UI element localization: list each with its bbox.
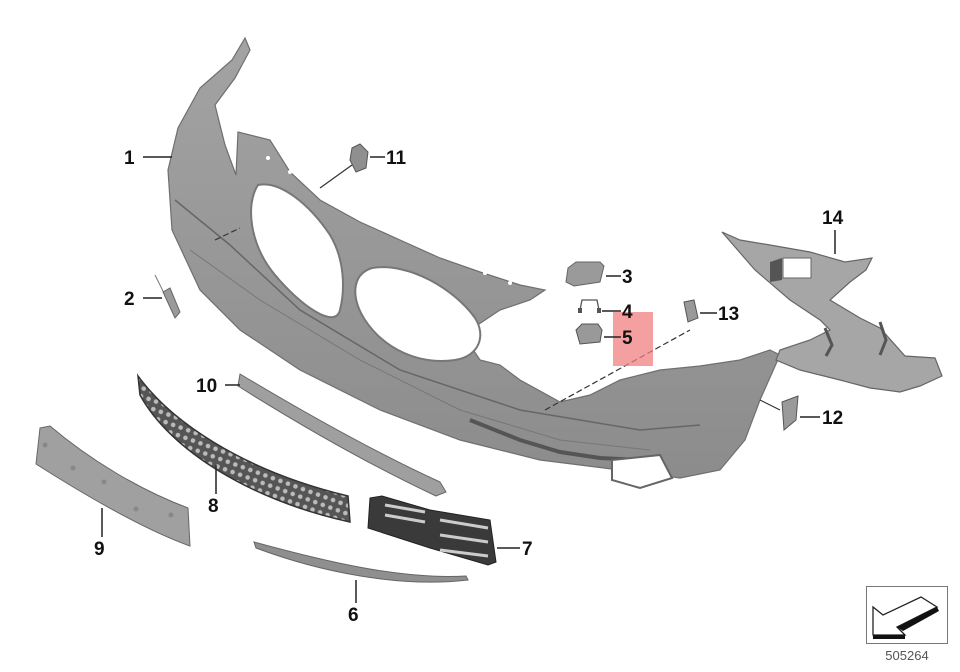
callout-14[interactable]: 14 <box>822 208 844 229</box>
part-7-side-grille[interactable] <box>367 495 497 566</box>
part-6-lower-trim[interactable] <box>253 541 469 583</box>
callout-10[interactable]: 10 <box>196 376 218 397</box>
callout-7[interactable]: 7 <box>522 539 533 560</box>
orientation-arrow-icon <box>872 596 939 639</box>
part-2-clip[interactable] <box>154 274 181 319</box>
part-12-bracket[interactable] <box>781 395 799 432</box>
callout-6[interactable]: 6 <box>348 605 359 626</box>
part-4-bracket-clip[interactable] <box>578 299 601 313</box>
part-14-bumper-carrier[interactable] <box>721 231 943 393</box>
callout-8[interactable]: 8 <box>208 496 219 517</box>
callout-2[interactable]: 2 <box>124 289 135 310</box>
part-11-expanding-clip[interactable] <box>349 143 369 173</box>
callout-13[interactable]: 13 <box>718 304 740 325</box>
callout-4[interactable]: 4 <box>622 302 633 323</box>
callout-3[interactable]: 3 <box>622 267 633 288</box>
part-9-licence-plate-base[interactable] <box>35 425 191 547</box>
callout-9[interactable]: 9 <box>94 539 105 560</box>
part-10-trim-strip[interactable] <box>237 373 447 497</box>
callout-5[interactable]: 5 <box>622 328 633 349</box>
diagram-reference-number: 505264 <box>885 648 929 663</box>
callout-11[interactable]: 11 <box>386 148 407 169</box>
callout-1[interactable]: 1 <box>124 148 135 169</box>
part-8-mesh-grille[interactable] <box>136 373 351 523</box>
callout-12[interactable]: 12 <box>822 408 844 429</box>
part-5-bracket[interactable] <box>575 323 603 345</box>
part-5-highlight <box>613 312 653 366</box>
part-1-bumper-trim-panel[interactable] <box>167 36 781 490</box>
part-3-cover[interactable] <box>565 261 605 287</box>
part-13-mount-tab[interactable] <box>683 299 699 323</box>
leader-lines <box>101 156 836 603</box>
orientation-arrow-box <box>866 586 948 644</box>
